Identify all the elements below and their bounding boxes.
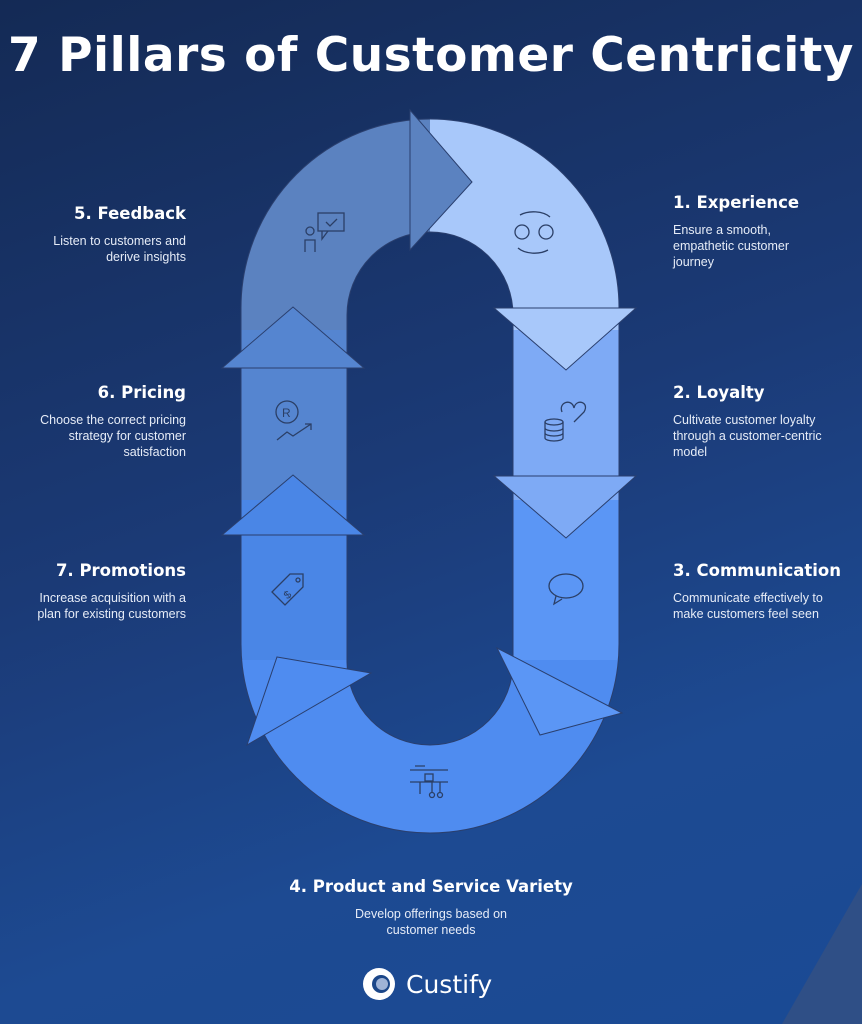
arrowhead-experience (492, 307, 638, 371)
corner-decoration (782, 884, 862, 1024)
price-trend-icon: R (275, 400, 312, 441)
arrowhead-communication (495, 646, 624, 736)
pillar-title: 1. Experience (673, 193, 800, 212)
pillar-title: 3. Communication (673, 561, 842, 580)
custify-logo: Custify (362, 967, 492, 1001)
shelf-icon (410, 765, 448, 799)
pillar-title: 7. Promotions (55, 561, 186, 580)
pillar-desc: Increase acquisition with a plan for exi… (37, 591, 186, 621)
pillar-desc: Listen to customers and derive insights (53, 234, 186, 264)
speech-bubble-icon (548, 573, 584, 606)
pillar-desc: Cultivate customer loyalty through a cus… (673, 413, 822, 459)
pillar-title: 2. Loyalty (673, 383, 765, 402)
pillar-desc: Ensure a smooth, empathetic customer jou… (673, 223, 790, 269)
pillar-communication: 3. Communication Communicate effectively… (673, 561, 862, 622)
segment-promotions (240, 500, 430, 690)
pillar-experience: 1. Experience Ensure a smooth, empatheti… (673, 193, 862, 270)
pillar-desc: Choose the correct pricing strategy for … (40, 413, 186, 459)
pillar-pricing: 6. Pricing Choose the correct pricing st… (0, 383, 186, 460)
segment-pricing (240, 330, 430, 500)
segment-feedback (240, 118, 430, 330)
pillar-desc: Develop offerings based on customer need… (355, 907, 507, 937)
pillar-title: 4. Product and Service Variety (289, 877, 573, 896)
svg-text:R: R (282, 406, 291, 420)
arrowhead-pricing (220, 306, 366, 369)
pillar-promotions: 7. Promotions Increase acquisition with … (0, 561, 186, 622)
pillar-product-variety: 4. Product and Service Variety Develop o… (271, 877, 591, 938)
people-cycle-icon (514, 211, 554, 254)
pillar-feedback: 5. Feedback Listen to customers and deri… (0, 204, 186, 265)
segment-experience (430, 118, 620, 330)
page-title: 7 Pillars of Customer Centricity (8, 28, 854, 83)
pillar-desc: Communicate effectively to make customer… (673, 591, 823, 621)
arrowhead-feedback (409, 108, 473, 252)
custify-logo-icon (363, 968, 395, 1000)
pillar-title: 6. Pricing (97, 383, 186, 402)
pillar-loyalty: 2. Loyalty Cultivate customer loyalty th… (673, 383, 862, 460)
coins-heart-icon (544, 401, 587, 442)
segment-loyalty (430, 330, 620, 500)
arrowhead-product-variety (246, 656, 373, 747)
logo-text: Custify (406, 969, 493, 999)
pillar-title: 5. Feedback (74, 204, 186, 223)
person-chat-check-icon (304, 212, 345, 252)
arrowhead-promotions (220, 474, 366, 536)
arrowhead-loyalty (492, 475, 638, 539)
